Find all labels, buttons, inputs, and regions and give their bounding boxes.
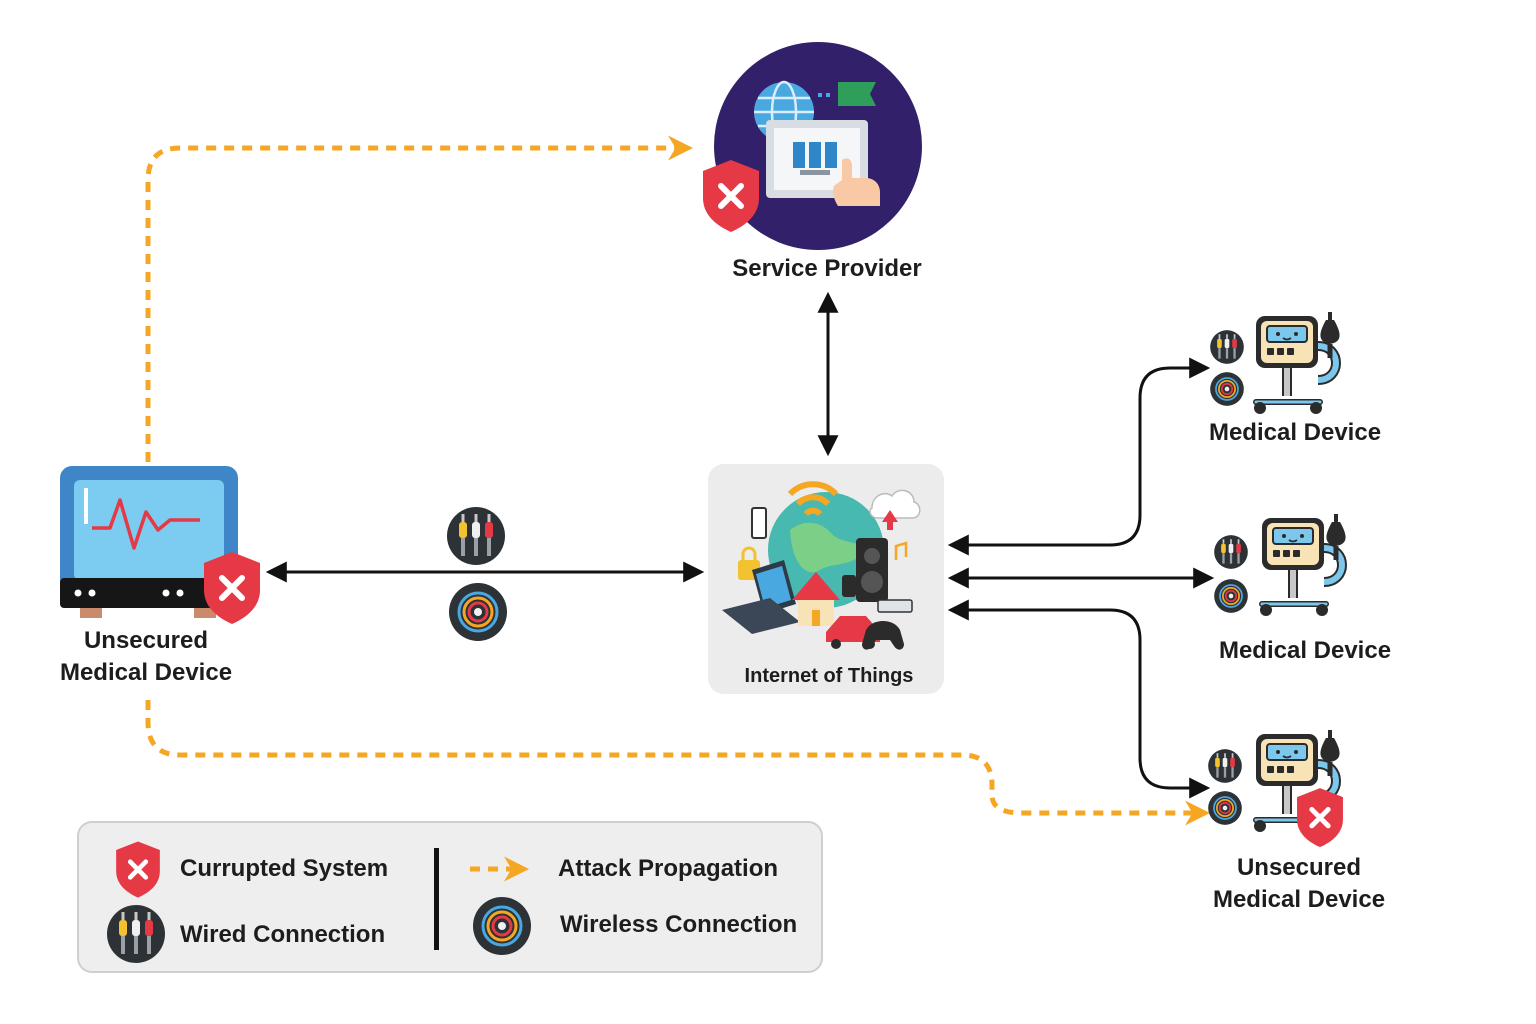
legend: Currupted System Wired Connection Attack… <box>77 821 823 973</box>
device-mid-label: Medical Device <box>1219 637 1391 664</box>
unsecured-right-label-line1: Unsecured <box>1237 854 1361 881</box>
service-provider-node[interactable]: Service Provider <box>703 42 922 282</box>
wired-connection-icon <box>1209 329 1245 365</box>
link-iot-device-bottom <box>947 599 1211 799</box>
attack-path-to-provider <box>145 135 693 462</box>
legend-box <box>77 821 823 973</box>
cloud-icon <box>869 489 921 519</box>
medical-monitor-icon <box>60 466 238 618</box>
unsecured-left-label-line2: Medical Device <box>60 659 232 686</box>
house-icon <box>792 572 840 626</box>
legend-corrupted-label: Currupted System <box>180 855 388 882</box>
hand-icon <box>833 158 880 206</box>
speaker-icon <box>856 538 888 602</box>
unsecured-right-label-line2: Medical Device <box>1213 886 1385 913</box>
wired-connection-icon <box>105 903 167 965</box>
medical-device-mid[interactable]: Medical Device <box>1213 514 1391 664</box>
switch-icon <box>751 507 767 539</box>
unsecured-device-left[interactable]: Unsecured Medical Device <box>60 466 260 686</box>
keyboard-icon <box>877 599 913 613</box>
wired-connection-icon <box>445 505 507 567</box>
legend-divider <box>434 848 439 950</box>
gamepad-icon <box>862 621 904 650</box>
wireless-connection-icon <box>471 895 533 957</box>
iot-label: Internet of Things <box>745 665 914 687</box>
service-provider-label: Service Provider <box>732 255 921 282</box>
wireless-connection-icon <box>1209 371 1245 407</box>
phone-icon <box>842 575 856 597</box>
medical-device-top[interactable]: Medical Device <box>1209 312 1381 446</box>
link-iot-device-top <box>947 357 1211 556</box>
wireless-connection-icon <box>1213 578 1249 614</box>
device-top-label: Medical Device <box>1209 419 1381 446</box>
legend-wireless-label: Wireless Connection <box>560 911 797 938</box>
legend-attack-label: Attack Propagation <box>558 855 778 882</box>
legend-wired-label: Wired Connection <box>180 921 385 948</box>
wired-connection-icon <box>1213 534 1249 570</box>
wireless-connection-icon <box>1207 790 1243 826</box>
unsecured-left-label-line1: Unsecured <box>84 627 208 654</box>
unsecured-device-right[interactable]: Unsecured Medical Device <box>1207 730 1385 913</box>
iot-node[interactable]: Internet of Things <box>708 464 944 694</box>
wired-connection-icon <box>1207 748 1243 784</box>
flag-icon <box>838 82 876 106</box>
ventilator-icon <box>1260 514 1346 616</box>
wifi-icon <box>787 481 839 517</box>
laptop-icon <box>722 560 800 634</box>
ventilator-icon <box>1254 312 1340 414</box>
shield-x-icon <box>1297 788 1343 847</box>
wireless-connection-icon <box>447 581 509 643</box>
music-note-icon <box>894 541 908 560</box>
attack-path-to-device <box>145 700 1210 826</box>
